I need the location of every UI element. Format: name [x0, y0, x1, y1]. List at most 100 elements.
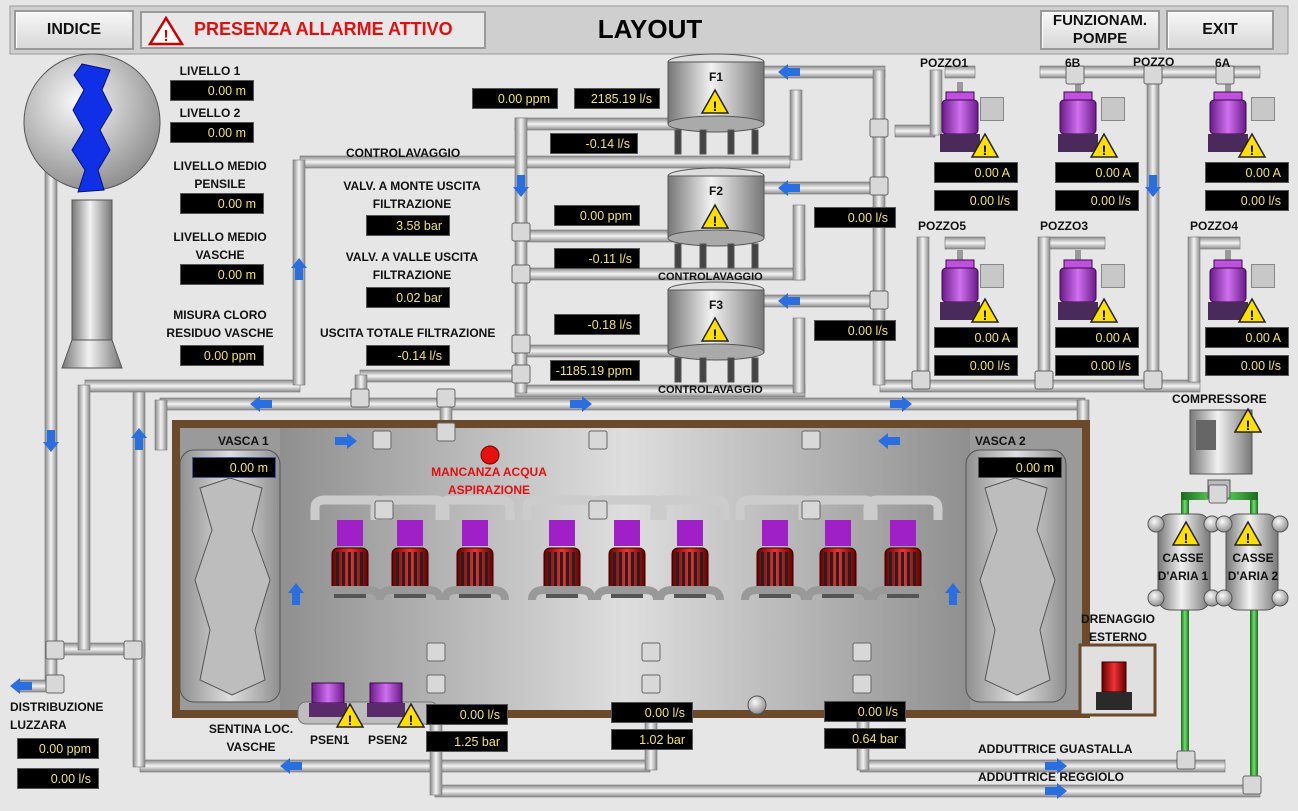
svg-text:!: !	[409, 712, 414, 728]
vasca2-value: 0.00 m	[978, 457, 1062, 478]
livello1-label: LIVELLO 1	[179, 64, 241, 78]
f1-ppm-value: 0.00 ppm	[472, 88, 558, 109]
well-pozzo3-flow: 0.00 l/s	[1055, 355, 1139, 376]
warning-icon: !	[700, 88, 730, 114]
well-6b-amp: 0.00 A	[1055, 162, 1139, 183]
flow-arrow-r	[1045, 783, 1067, 799]
uscita-totale-value: -0.14 l/s	[366, 345, 450, 366]
valve	[45, 674, 65, 694]
valve	[1242, 775, 1262, 795]
flow-arrow-l	[878, 433, 900, 449]
well-pump-5	[1058, 250, 1098, 320]
f2-label: F2	[708, 184, 723, 198]
controlavaggio-f3-label: CONTROLAVAGGIO	[658, 384, 763, 396]
valve	[869, 176, 889, 196]
sentina-label: SENTINA LOC. VASCHE	[208, 722, 294, 754]
f3-in-value: -0.18 l/s	[554, 314, 640, 335]
f3-label: F3	[708, 298, 723, 312]
medio-vasche-label: LIVELLO MEDIO VASCHE	[173, 230, 267, 262]
well-pozzo4-flow: 0.00 l/s	[1205, 355, 1289, 376]
warning-icon: !	[970, 297, 1000, 323]
valve	[1143, 370, 1163, 390]
valve	[372, 430, 392, 450]
well-pozzo4-amp: 0.00 A	[1205, 327, 1289, 348]
valve	[1215, 65, 1235, 85]
well-6b-label: 6B	[1065, 56, 1081, 70]
valve	[588, 430, 608, 450]
drain-pump	[1078, 643, 1157, 717]
svg-text:!: !	[1250, 142, 1255, 158]
well-pump-1	[940, 82, 980, 152]
warning-icon: !	[1171, 520, 1201, 546]
flow-arrow-u	[288, 583, 304, 605]
valve	[852, 674, 872, 694]
well-pozzo1-flow: 0.00 l/s	[934, 190, 1018, 211]
group3-flow: 0.00 l/s	[824, 701, 906, 722]
warning-icon: !	[700, 316, 730, 342]
valve	[801, 430, 821, 450]
well-pozzo3-amp: 0.00 A	[1055, 327, 1139, 348]
well-6b-status[interactable]	[1101, 97, 1125, 121]
f3-out-value: -1185.19 ppm	[550, 360, 640, 381]
compressor-label: COMPRESSORE	[1172, 392, 1267, 406]
well-pozzo5-status[interactable]	[980, 264, 1004, 288]
medio-vasche-value: 0.00 m	[180, 264, 264, 285]
alarm-indicator-light	[480, 445, 500, 465]
svg-text:!: !	[1102, 142, 1107, 158]
valves	[45, 65, 1262, 795]
guastalla-label: ADDUTTRICE GUASTALLA	[978, 742, 1133, 756]
distribuzione-label: DISTRIBUZIONE LUZZARA	[10, 700, 104, 732]
f1-label: F1	[708, 70, 723, 84]
alarm-banner[interactable]: ! PRESENZA ALLARME ATTIVO	[140, 11, 486, 49]
well-pozzo1-status[interactable]	[980, 97, 1004, 121]
f2-ppm-value: 0.00 ppm	[554, 205, 640, 226]
well-pozzo4-status[interactable]	[1251, 264, 1275, 288]
flow-arrow-d	[513, 175, 529, 197]
well-pozzo5-flow: 0.00 l/s	[934, 355, 1018, 376]
well-6a-amp: 0.00 A	[1205, 162, 1289, 183]
medio-pensile-value: 0.00 m	[180, 193, 264, 214]
flow-arrow-r	[335, 433, 357, 449]
psen1-label: PSEN1	[310, 733, 350, 747]
well-6a-flow: 0.00 l/s	[1205, 190, 1289, 211]
aspiration-alarm-label: MANCANZA ACQUA ASPIRAZIONE	[431, 465, 547, 497]
well-pump-6	[1208, 250, 1248, 320]
motor-pump-4	[522, 495, 602, 601]
flow-arrow-l	[778, 64, 800, 80]
warning-icon: !	[700, 203, 730, 229]
svg-text:!: !	[1246, 417, 1251, 433]
svg-text:!: !	[348, 712, 353, 728]
indice-button[interactable]: INDICE	[14, 10, 134, 50]
valv-monte-label: VALV. A MONTE USCITA FILTRAZIONE	[343, 179, 481, 211]
controlavaggio-f2-label: CONTROLAVAGGIO	[658, 271, 763, 283]
svg-text:!: !	[163, 28, 168, 45]
water-tower	[23, 53, 161, 369]
flow-arrow-u	[291, 258, 307, 280]
controlavaggio-label: CONTROLAVAGGIO	[346, 146, 461, 160]
pumps-operation-button[interactable]: FUNZIONAM. POMPE	[1040, 10, 1160, 50]
well-pozzo4-label: POZZO4	[1190, 219, 1239, 233]
group2-pressure: 1.02 bar	[611, 729, 693, 750]
valve	[511, 264, 531, 284]
valve	[436, 388, 456, 408]
flow-arrow-l	[778, 180, 800, 196]
motor-pump-9	[863, 495, 943, 601]
well-pozzo3-status[interactable]	[1101, 264, 1125, 288]
exit-button[interactable]: EXIT	[1166, 10, 1274, 50]
well-6a-status[interactable]	[1251, 97, 1275, 121]
cassa2-label: CASSE D'ARIA 2	[1227, 551, 1279, 583]
valve	[1034, 370, 1054, 390]
well-pozzo1-label: POZZO1	[920, 56, 969, 70]
vasca1-value: 0.00 m	[192, 457, 276, 478]
valve	[1176, 750, 1196, 770]
reggiolo-label: ADDUTTRICE REGGIOLO	[978, 770, 1124, 784]
well-6a-label: 6A	[1215, 56, 1231, 70]
valve	[374, 500, 394, 520]
valve	[123, 640, 143, 660]
livello2-label: LIVELLO 2	[179, 106, 241, 120]
valve	[852, 642, 872, 662]
warning-icon: !	[1089, 297, 1119, 323]
svg-text:!: !	[983, 307, 988, 323]
valve	[426, 642, 446, 662]
alarm-warning-icon: !	[148, 16, 184, 46]
